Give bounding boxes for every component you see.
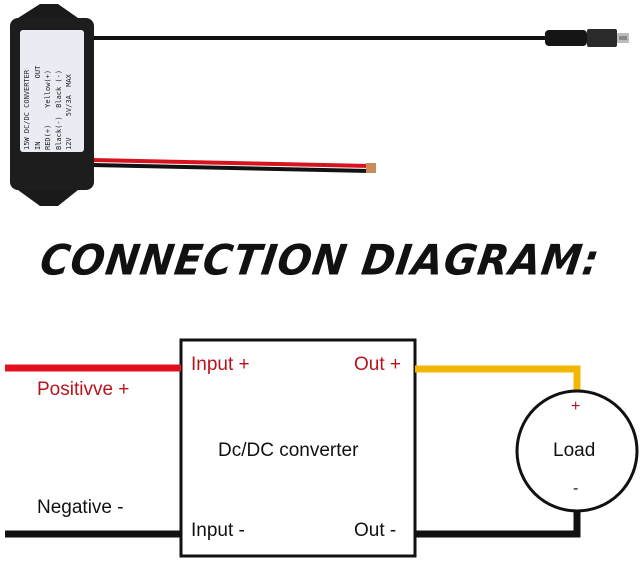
out-plus-label: Out + [354, 354, 401, 375]
input-plus-label: Input + [191, 354, 250, 375]
negative-label: Negative - [37, 497, 124, 518]
micro-usb-plug [545, 29, 629, 47]
load-label: Load [553, 440, 596, 461]
converter-module [10, 4, 94, 206]
positive-label: Positivve + [37, 379, 130, 400]
load-minus-label: - [573, 480, 579, 497]
converter-label: Dc/DC converter [218, 440, 359, 461]
output-positive-wire [415, 365, 581, 393]
product-photo [10, 4, 629, 206]
output-negative-wire [415, 510, 581, 538]
load-plus-label: + [571, 398, 581, 415]
load-circle [515, 389, 639, 513]
out-minus-label: Out - [354, 520, 397, 541]
converter-box [179, 338, 417, 558]
input-wires [91, 158, 376, 173]
input-minus-label: Input - [191, 520, 245, 541]
